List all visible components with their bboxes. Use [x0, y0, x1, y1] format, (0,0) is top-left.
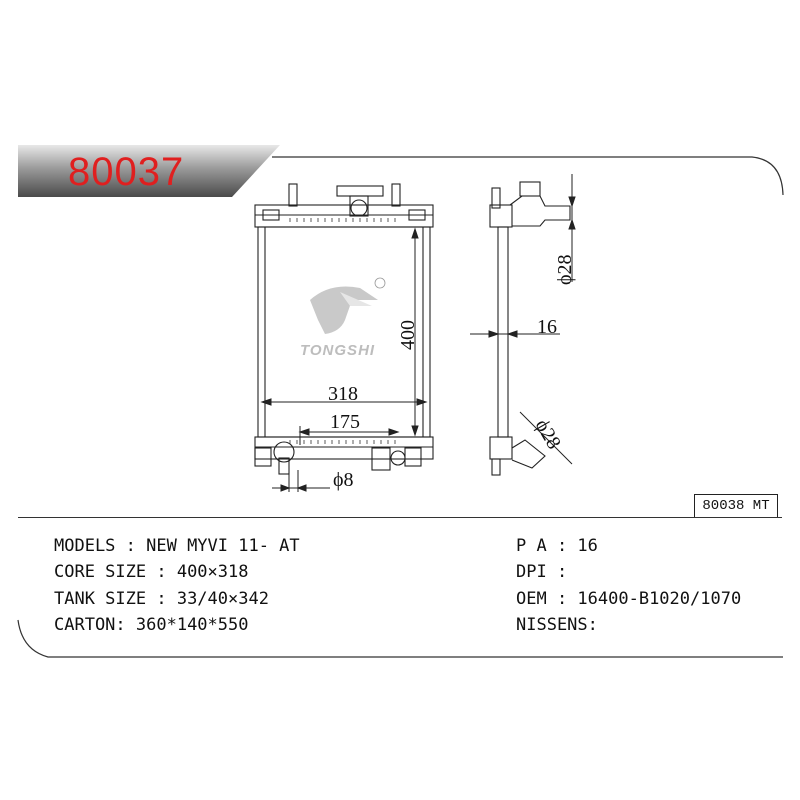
- spec-pa: P A : 16: [516, 536, 598, 556]
- core-thickness-label: 16: [537, 316, 557, 338]
- width-dimension: [260, 398, 428, 406]
- spec-carton: CARTON: 360*140*550: [54, 615, 249, 635]
- inner-width-dimension: [298, 426, 400, 445]
- side-dimensions: [470, 174, 576, 465]
- tank-hatching: [289, 218, 396, 444]
- outlet-dimension: [272, 470, 330, 492]
- spec-tank-size: TANK SIZE : 33/40×342: [54, 589, 269, 609]
- spec-nissens: NISSENS:: [516, 615, 598, 635]
- brand-name: TONGSHI: [300, 342, 375, 359]
- alt-reference-box: 80038 MT: [694, 494, 778, 518]
- radiator-side-view: [489, 181, 571, 476]
- spec-models: MODELS : NEW MYVI 11- AT: [54, 536, 300, 556]
- hose-diameter-bottom-label: ϕ28: [531, 416, 565, 453]
- spec-oem: OEM : 16400-B1020/1070: [516, 589, 742, 609]
- height-label: 400: [397, 320, 419, 350]
- hose-diameter-top-label: ϕ28: [554, 254, 576, 285]
- title-banner: [18, 145, 280, 197]
- part-number: 80037: [68, 150, 185, 194]
- spec-dpi: DPI :: [516, 562, 578, 582]
- divider: [18, 517, 782, 518]
- width-label: 318: [328, 383, 358, 405]
- inner-width-label: 175: [330, 411, 360, 433]
- height-dimension: [411, 227, 419, 437]
- frame-top-line: [272, 156, 784, 196]
- brand-logo: [310, 277, 386, 334]
- radiator-front-view: [254, 183, 434, 475]
- outlet-diameter-label: ϕ8: [333, 469, 354, 491]
- frame-bottom-line: [17, 619, 783, 658]
- spec-core-size: CORE SIZE : 400×318: [54, 562, 249, 582]
